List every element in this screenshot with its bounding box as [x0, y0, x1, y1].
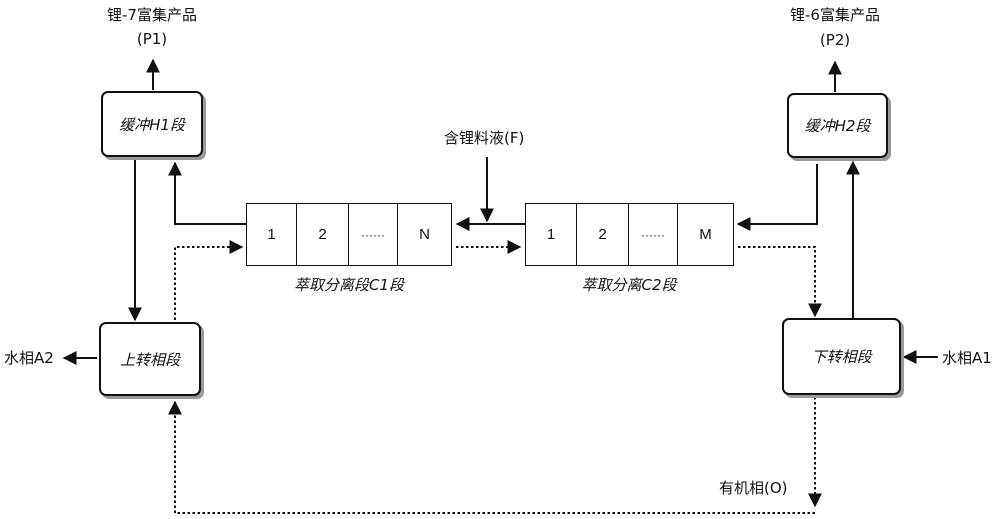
arrow-h2-to-c2 — [736, 164, 818, 231]
upper-transfer-box: 上转相段 — [99, 322, 201, 396]
p2-code-label: (P2) — [819, 31, 851, 49]
c1-cell-last: N — [397, 203, 452, 266]
p1-code-label: (P1) — [136, 30, 168, 48]
c2-label: 萃取分离C2段 — [581, 276, 677, 294]
organic-c2-to-lower — [738, 246, 822, 318]
p2-product-label: 锂-6富集产品 — [790, 6, 880, 24]
organic-label: 有机相(O) — [719, 479, 788, 497]
aqueous-in-label: 水相A1 — [942, 349, 992, 367]
feed-label: 含锂料液(F) — [444, 129, 525, 147]
buffer-h2-box: 缓冲H2段 — [787, 93, 888, 158]
lower-transfer-box: 下转相段 — [782, 318, 901, 395]
c1-cell: 2 — [296, 203, 349, 266]
organic-return-to-upper — [168, 400, 815, 514]
c2-cell: 2 — [576, 203, 629, 266]
c1-cell: 1 — [246, 203, 297, 266]
c2-cell: 1 — [525, 203, 577, 266]
arrow-c1-to-h1 — [168, 161, 246, 225]
organic-upper-to-c1 — [174, 240, 244, 320]
buffer-h1-box: 缓冲H1段 — [101, 91, 203, 157]
c1-cell-ellipsis: ······ — [348, 203, 398, 266]
c1-label: 萃取分离段C1段 — [293, 276, 405, 294]
c2-cell-ellipsis: ······ — [628, 203, 678, 266]
c2-cell-last: M — [677, 203, 734, 266]
aqueous-out-label: 水相A2 — [4, 349, 54, 367]
p1-product-label: 锂-7富集产品 — [107, 6, 197, 24]
